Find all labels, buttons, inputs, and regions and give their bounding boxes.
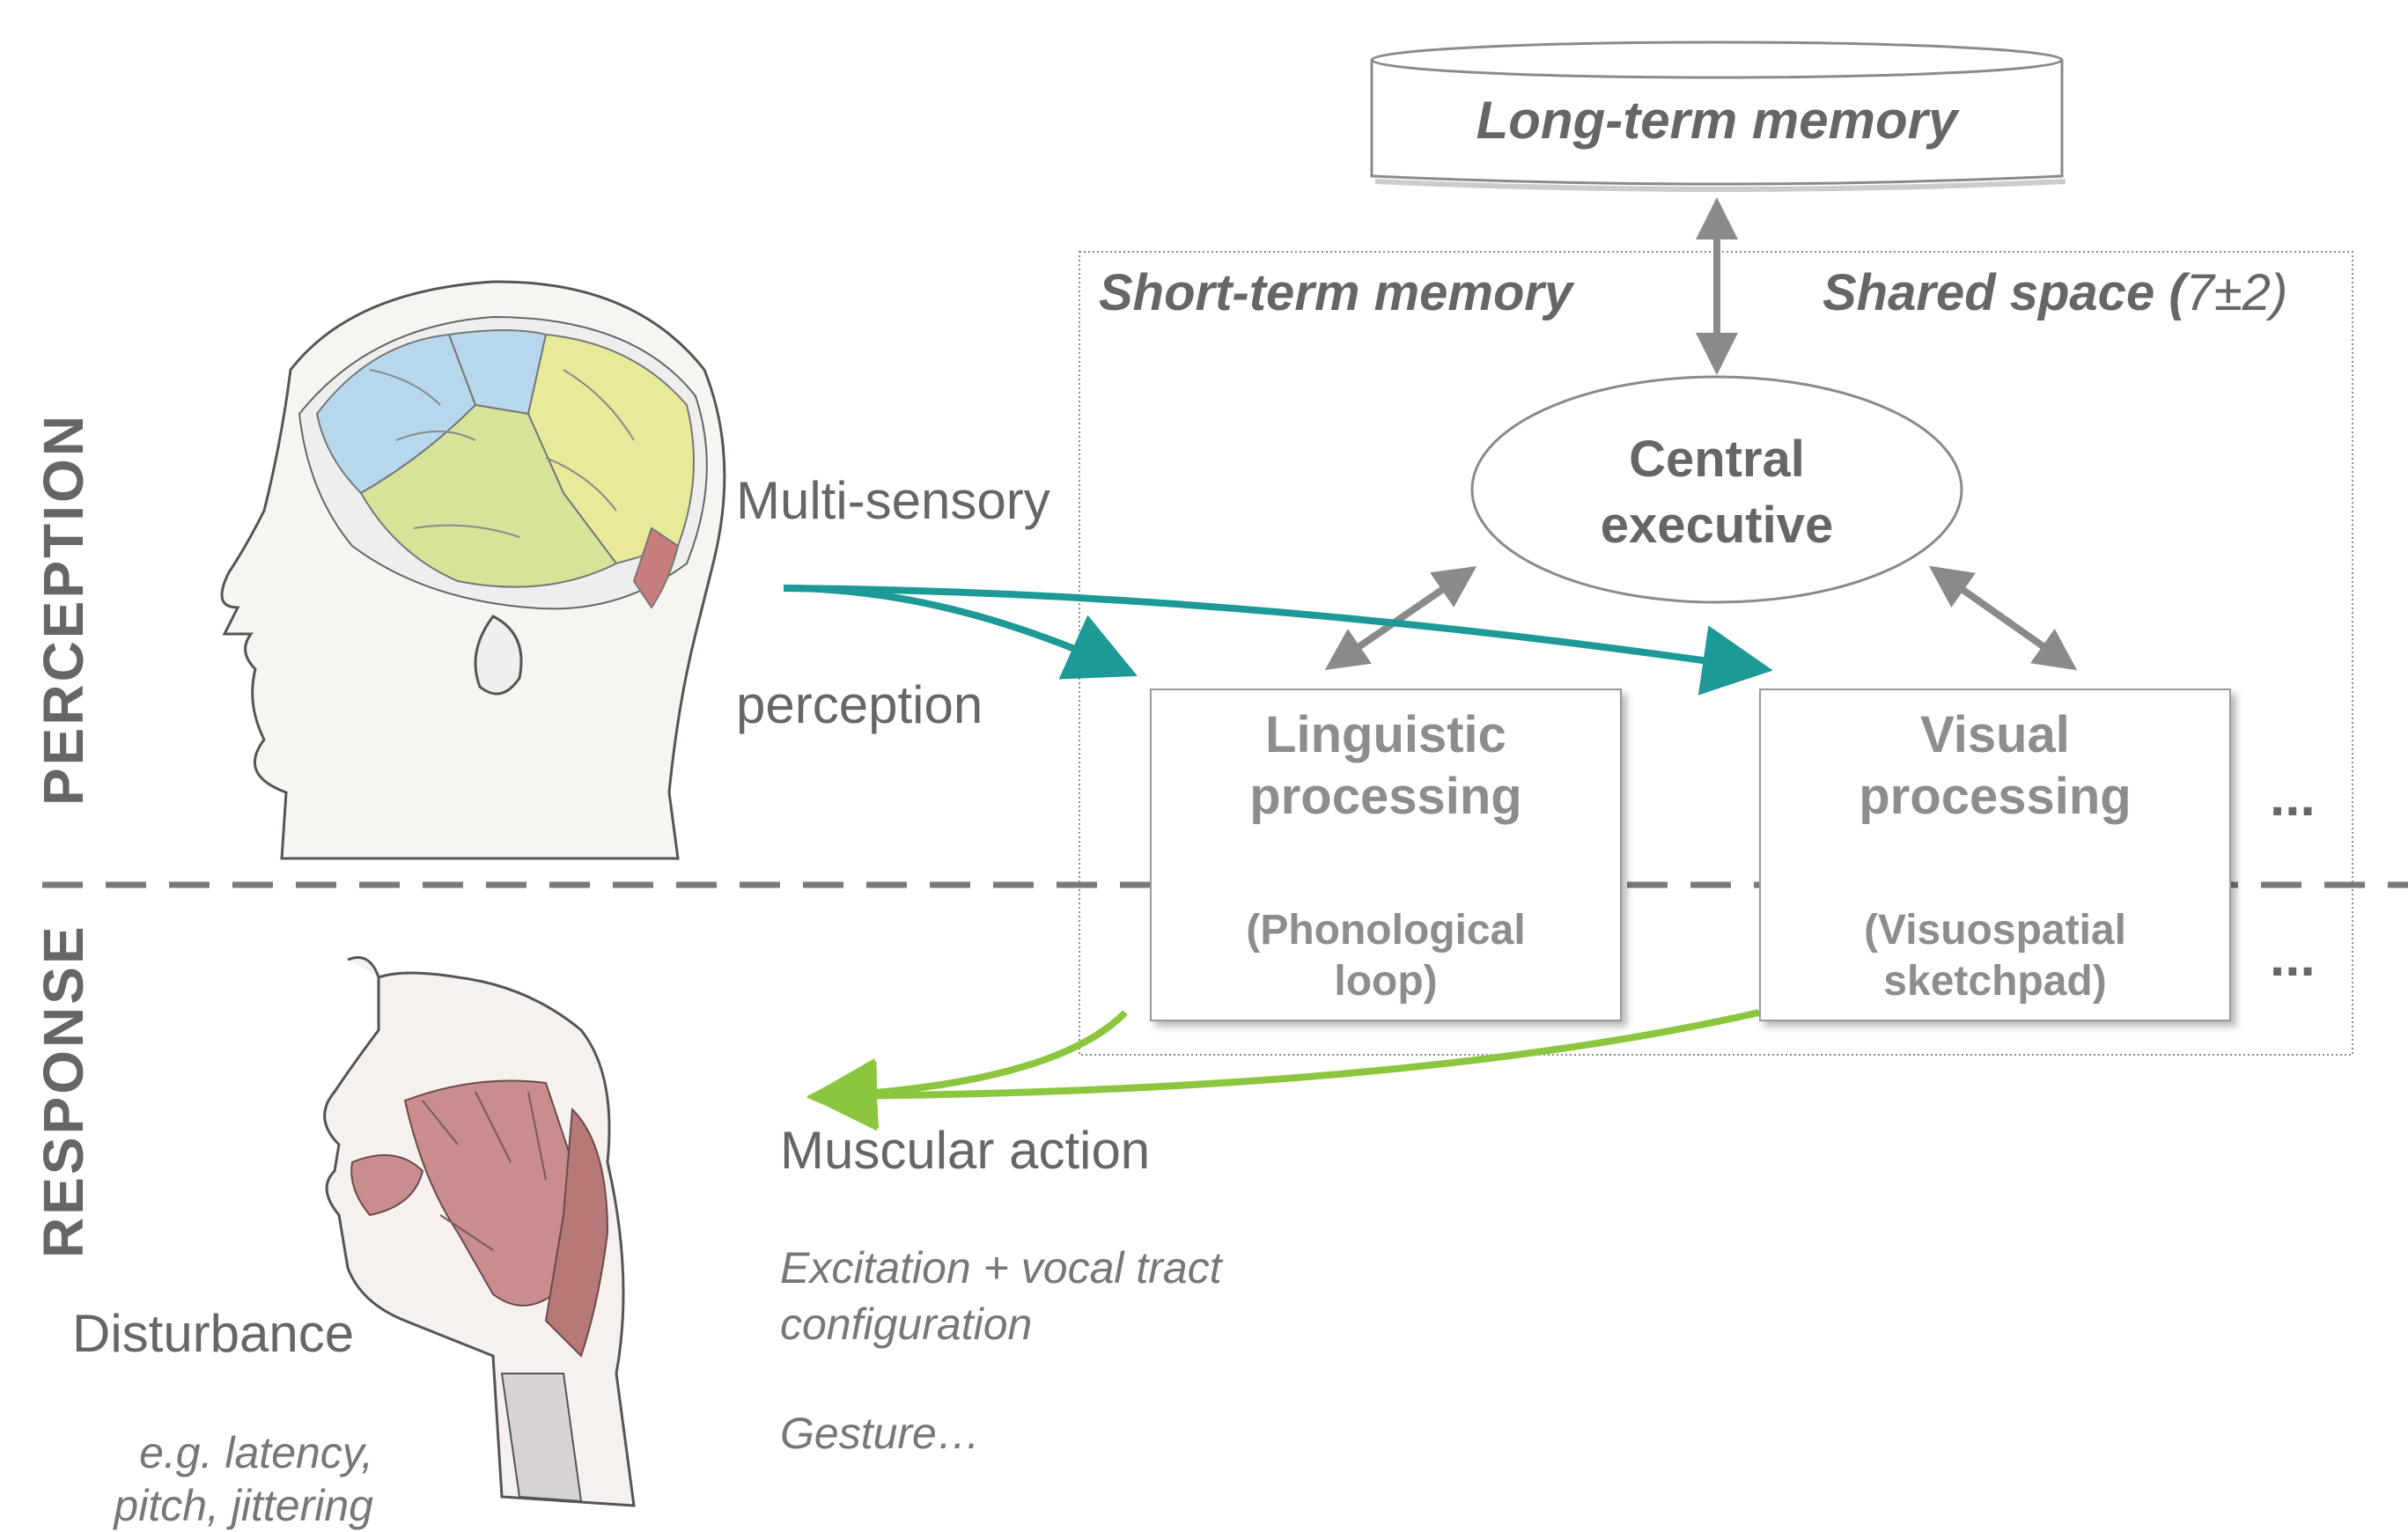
excitation-line1: Excitation + vocal tract xyxy=(780,1240,1222,1296)
shared-space-text: Shared space ( xyxy=(1823,264,2186,321)
gesture-label: Gesture… xyxy=(780,1409,981,1460)
linguistic-subtitle-line1: (Phonological xyxy=(1152,905,1620,956)
section-response-label: RESPONSE xyxy=(31,941,96,1258)
disturbance-label: Disturbance xyxy=(72,1303,354,1364)
brain-head-illustration xyxy=(222,282,725,858)
linguistic-processing-box: Linguistic processing (Phonological loop… xyxy=(1150,689,1622,1021)
shared-space-value: 7±2) xyxy=(2186,264,2288,321)
multi-sensory-label: Multi-sensory xyxy=(736,470,1050,531)
central-visual-arrow xyxy=(1940,574,2066,662)
muscular-action-label: Muscular action xyxy=(780,1120,1150,1181)
central-executive-label: Central executive xyxy=(1497,426,1937,559)
ellipsis-lower: ... xyxy=(2270,926,2316,989)
linguistic-title-line2: processing xyxy=(1152,766,1620,828)
disturbance-example-line1: e.g. latency, xyxy=(53,1426,373,1479)
visual-subtitle-line1: (Visuospatial xyxy=(1761,905,2229,956)
central-executive-line1: Central xyxy=(1497,426,1937,492)
visual-subtitle-line2: sketchpad) xyxy=(1761,956,2229,1007)
perception-label: perception xyxy=(736,674,983,735)
visual-title-line1: Visual xyxy=(1761,704,2229,766)
section-perception-label: PERCEPTION xyxy=(31,436,96,806)
linguistic-subtitle-line2: loop) xyxy=(1152,956,1620,1007)
long-term-memory-label: Long-term memory xyxy=(1373,90,2060,151)
disturbance-example-line2: pitch, jittering xyxy=(53,1479,373,1532)
ellipsis-upper: ... xyxy=(2270,766,2316,829)
shared-space-label: Shared space (7±2) xyxy=(1823,264,2287,323)
linguistic-title-line1: Linguistic xyxy=(1152,704,1620,766)
response-arrow-linguistic xyxy=(828,1013,1125,1096)
perception-arrow-visual xyxy=(784,588,1752,667)
short-term-memory-label: Short-term memory xyxy=(1099,264,1572,323)
central-executive-line2: executive xyxy=(1497,492,1937,558)
vocal-tract-anatomy-illustration xyxy=(325,958,634,1506)
visual-processing-box: Visual processing (Visuospatial sketchpa… xyxy=(1759,689,2231,1021)
long-term-memory-text: Long-term memory xyxy=(1476,91,1958,150)
excitation-label: Excitation + vocal tract configuration xyxy=(780,1240,1222,1352)
excitation-line2: configuration xyxy=(780,1296,1222,1352)
disturbance-example: e.g. latency, pitch, jittering xyxy=(53,1426,373,1532)
visual-title-line2: processing xyxy=(1761,766,2229,828)
